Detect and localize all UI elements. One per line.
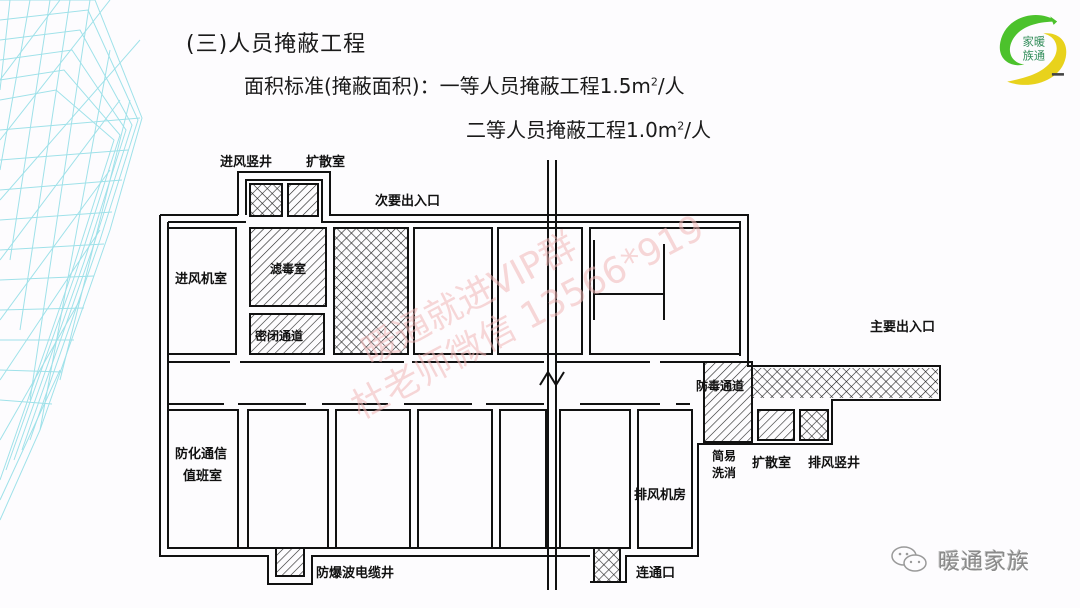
logo-text-2: 族通 [1023, 48, 1045, 62]
superscript: 2 [677, 119, 685, 133]
logo-text-1: 家暖 [1023, 35, 1045, 49]
label-expansion-room-top: 扩散室 [306, 154, 345, 170]
label-exhaust-shaft: 排风竖井 [808, 455, 860, 471]
logo-icon: 家暖 族通 [999, 14, 1067, 85]
area-standard-line-2: 二等人员掩蔽工程1.0m2/人 [466, 114, 711, 143]
label-airtight-passage: 密闭通道 [255, 328, 303, 343]
label-anti-gas-passage: 防毒通道 [696, 378, 744, 393]
label-simple-decon-2: 洗消 [712, 465, 736, 480]
wireframe-decoration [0, 0, 143, 521]
label-main-entrance: 主要出入口 [870, 319, 935, 335]
label-simple-decon-1: 简易 [712, 448, 736, 463]
area-standard-line-1: 面积标准(掩蔽面积)：一等人员掩蔽工程1.5m2/人 [244, 70, 685, 99]
label-intake-fan-room: 进风机室 [175, 271, 227, 287]
label-intake-shaft: 进风竖井 [220, 154, 272, 170]
brand-name: 暖通家族 [938, 550, 1031, 575]
label-exhaust-fan-room: 排风机房 [634, 487, 686, 503]
standard-second-class: 二等人员掩蔽工程1.0m [466, 118, 678, 142]
area-standard-label: 面积标准(掩蔽面积)： [244, 74, 440, 98]
superscript: 2 [650, 75, 658, 89]
per-person: /人 [684, 118, 712, 142]
standard-first-class: 一等人员掩蔽工程1.5m [439, 74, 651, 98]
label-connecting-opening: 连通口 [636, 565, 675, 581]
label-expansion-room-right: 扩散室 [752, 455, 791, 471]
section-heading: (三)人员掩蔽工程 [186, 32, 367, 57]
wechat-icon [891, 546, 927, 572]
label-comm-room-2: 值班室 [183, 468, 222, 484]
label-comm-room-1: 防化通信 [175, 446, 227, 462]
label-cable-shaft: 防爆波电缆井 [316, 565, 394, 581]
label-filter-room: 滤毒室 [270, 261, 306, 276]
label-secondary-entrance: 次要出入口 [375, 193, 440, 209]
per-person: /人 [657, 74, 685, 98]
brand-footer: 暖通家族 [890, 544, 1030, 576]
